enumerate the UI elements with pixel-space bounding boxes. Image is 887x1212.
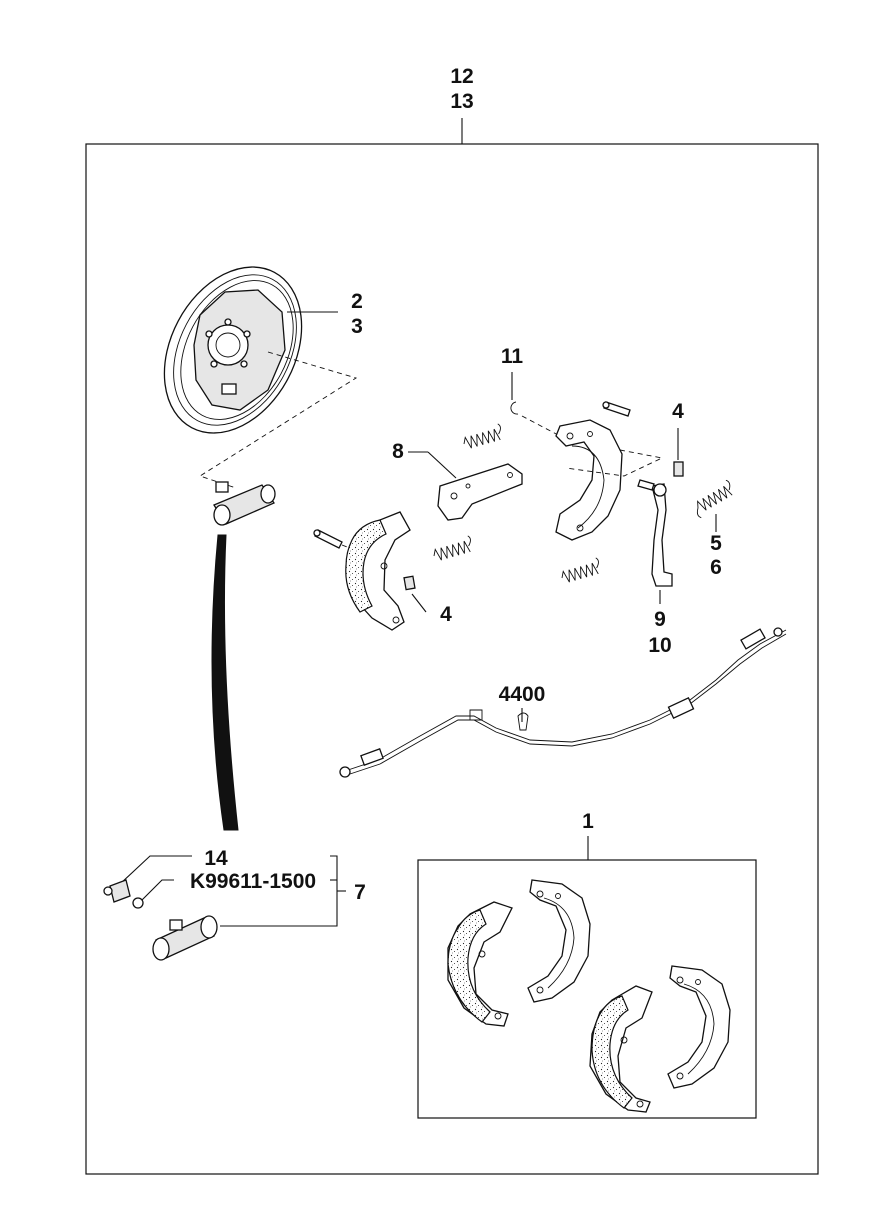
label-3: 3	[351, 315, 363, 338]
o-ring-icon	[132, 897, 144, 909]
pin-retainer-icon	[673, 461, 684, 477]
label-9: 9	[654, 608, 666, 631]
label-1: 1	[582, 810, 594, 833]
label-2: 2	[351, 290, 363, 313]
parking-lever-icon	[637, 479, 673, 587]
kit-frame	[85, 143, 819, 1175]
label-6: 6	[710, 556, 722, 579]
brake-shoe-icon	[345, 511, 411, 631]
parking-cable-icon	[339, 627, 787, 778]
label-14: 14	[204, 847, 228, 870]
clip-icon	[510, 401, 519, 415]
brake-shoe-icon	[447, 901, 513, 1027]
spring-icon	[461, 423, 501, 451]
backing-plate-icon	[163, 266, 303, 434]
brake-shoe-icon	[555, 419, 623, 541]
spring-icon	[694, 479, 733, 519]
adjuster-lever-icon	[437, 463, 523, 521]
label-5: 5	[710, 532, 722, 555]
label-10: 10	[648, 634, 671, 657]
wheel-cylinder-icon	[152, 915, 218, 961]
brake-hose	[211, 534, 239, 831]
part-number-label: K99611-1500	[190, 870, 316, 893]
label-7: 7	[354, 881, 366, 904]
pin-retainer-icon	[403, 575, 416, 591]
label-11: 11	[501, 345, 524, 368]
brake-shoe-icon	[667, 965, 731, 1089]
label-4-lower: 4	[440, 603, 452, 626]
pin-icon	[602, 401, 631, 417]
spring-icon	[559, 557, 599, 585]
pin-icon	[313, 529, 343, 549]
wheel-cylinder-icon	[213, 481, 276, 526]
label-12: 12	[450, 65, 473, 88]
shoe-set-box	[417, 859, 757, 1119]
label-4400: 4400	[499, 683, 546, 706]
brake-shoe-icon	[589, 985, 653, 1113]
label-4-upper: 4	[672, 400, 684, 423]
spring-icon	[431, 535, 471, 563]
label-13: 13	[450, 90, 473, 113]
label-8: 8	[392, 440, 404, 463]
brake-shoe-icon	[527, 879, 591, 1003]
bleeder-screw-icon	[103, 879, 131, 903]
